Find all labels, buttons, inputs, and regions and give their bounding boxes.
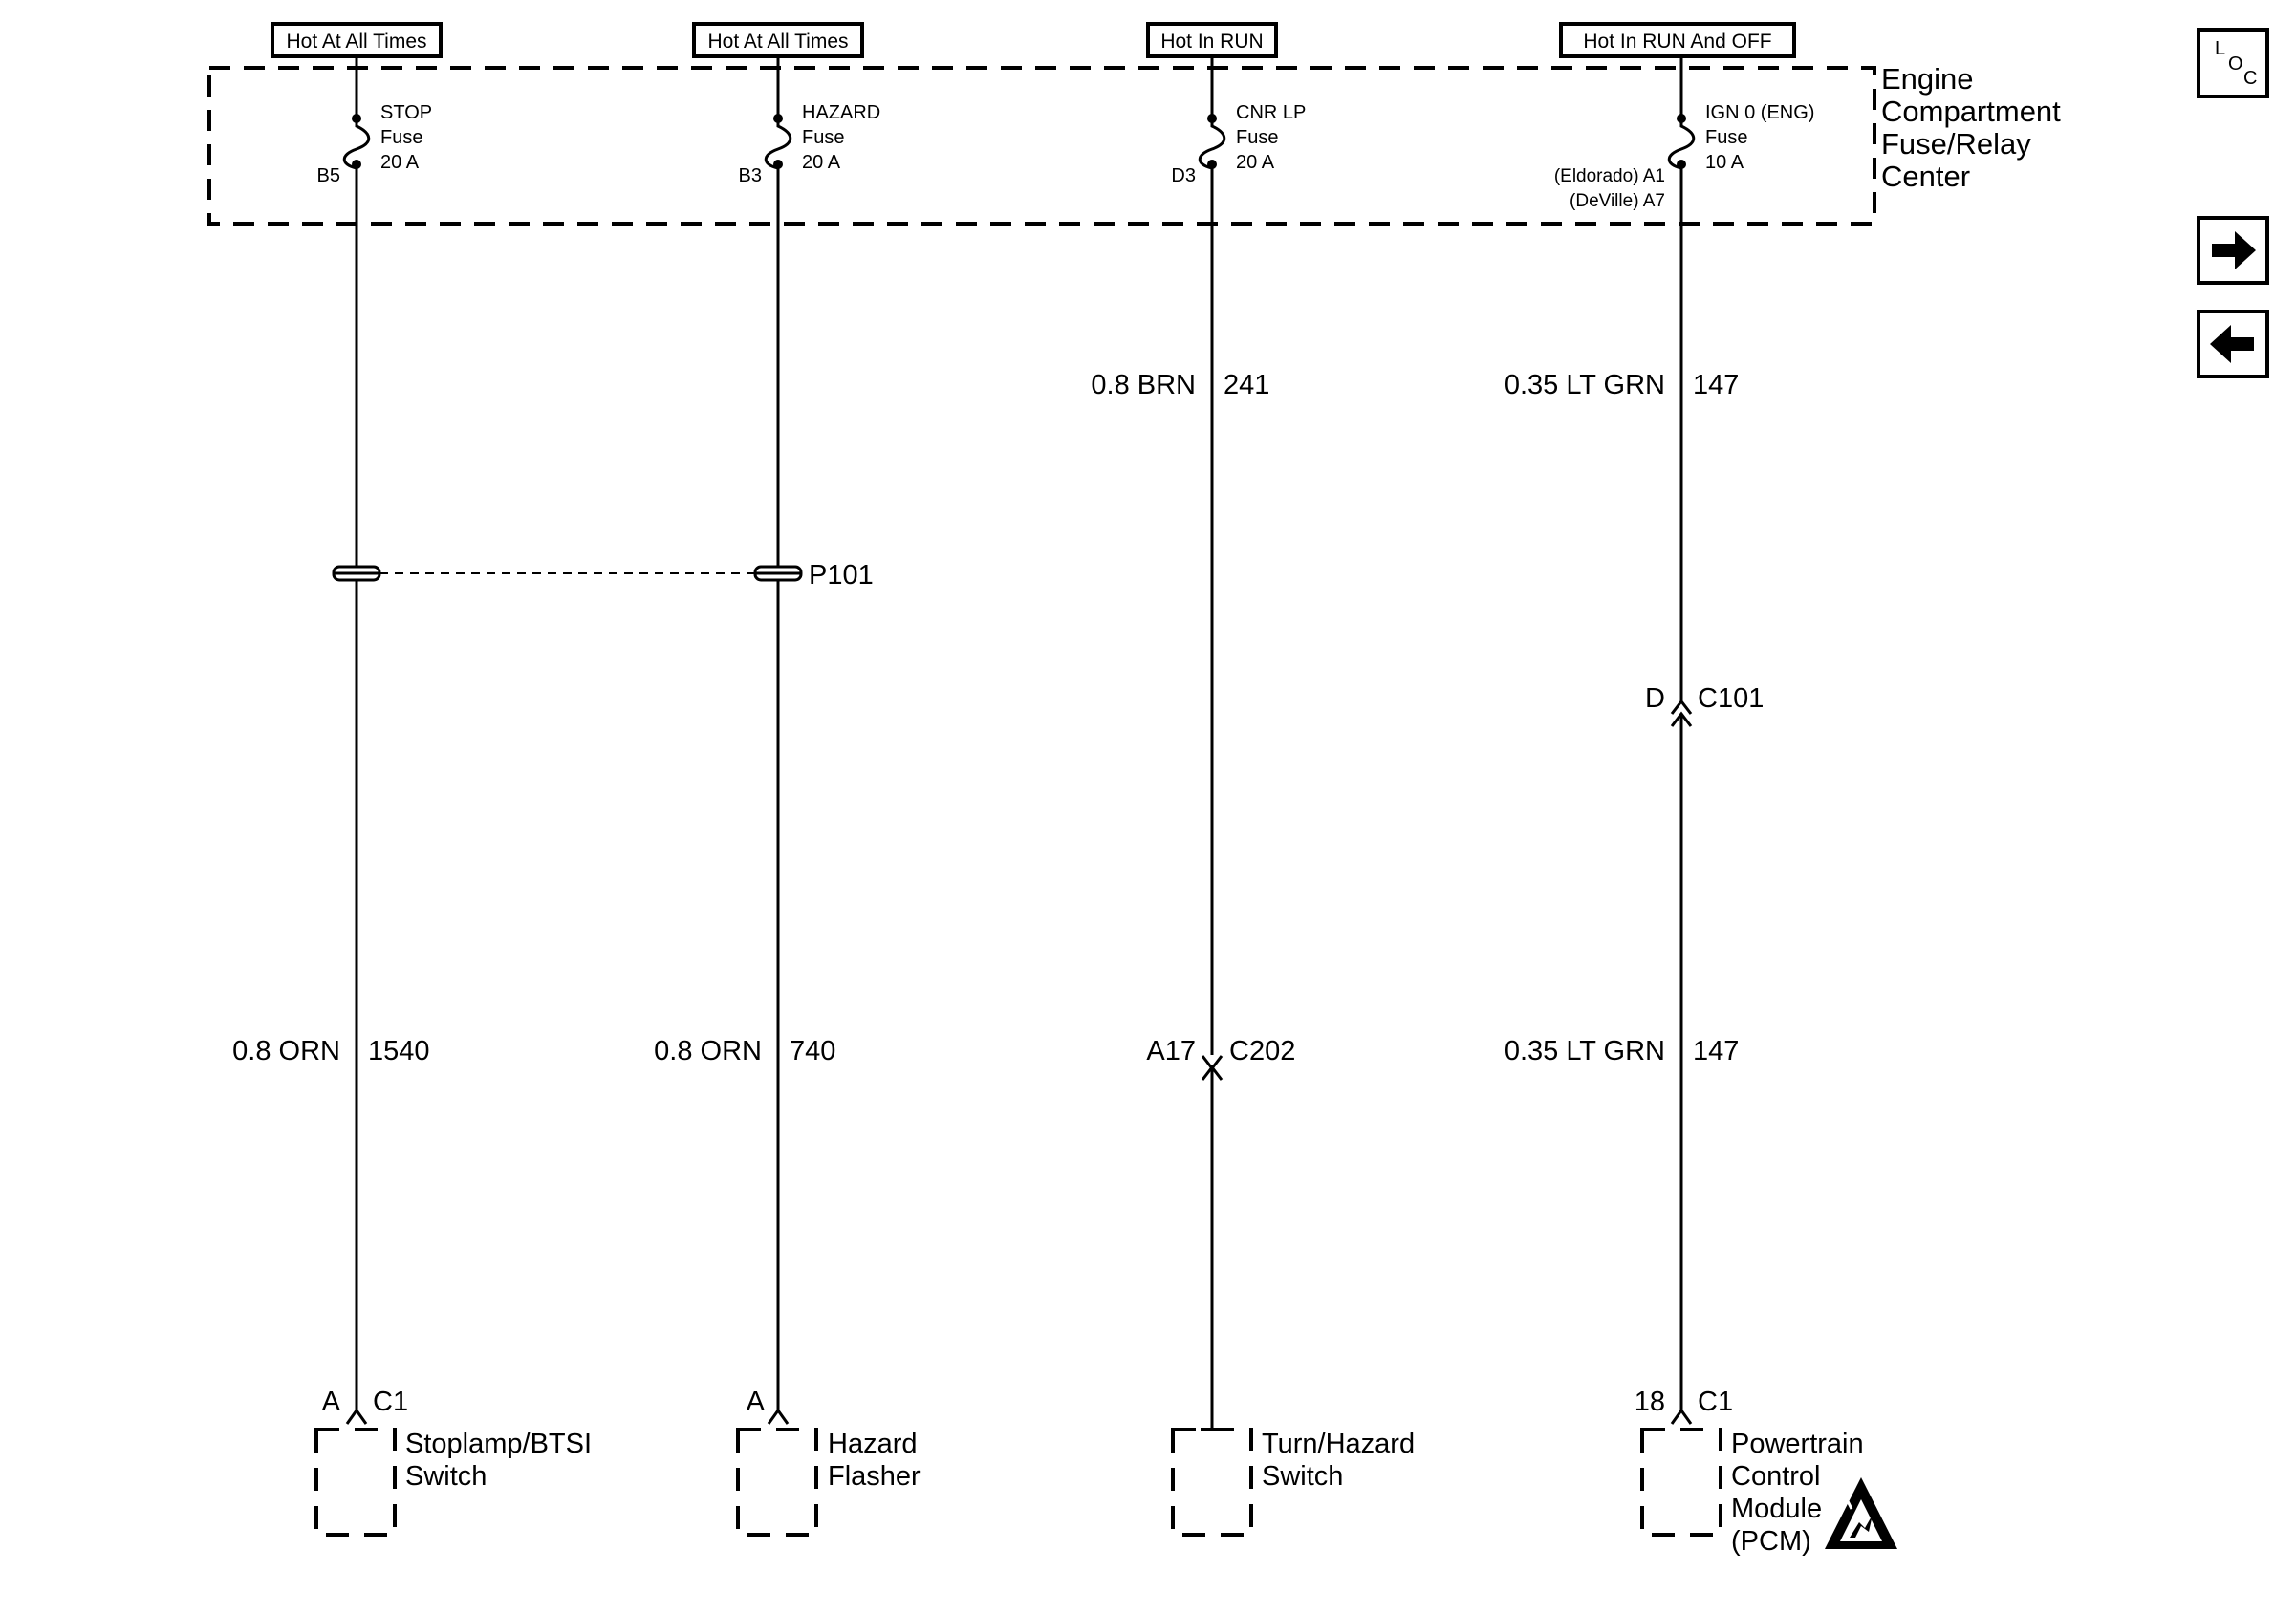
component-name: Stoplamp/BTSI	[405, 1429, 592, 1459]
splice-symbol	[332, 565, 381, 582]
hot-label-3: Hot In RUN	[1146, 22, 1278, 58]
svg-text:Hot In RUN: Hot In RUN	[1160, 31, 1263, 53]
fuse-symbol	[764, 118, 792, 170]
previous-page-button[interactable]	[2197, 310, 2269, 378]
wire-circuit: 147	[1693, 1036, 1739, 1066]
component-name: Switch	[1262, 1461, 1343, 1492]
fuse-terminal: D3	[1171, 165, 1196, 186]
svg-text:Hot At All Times: Hot At All Times	[286, 31, 426, 53]
fuse-name: IGN 0 (ENG)	[1705, 102, 1814, 123]
svg-text:Compartment: Compartment	[1881, 95, 2061, 128]
splice-label: P101	[809, 560, 874, 591]
wire-size-color: 0.8 BRN	[1091, 370, 1196, 400]
fuse-rating: 20 A	[380, 152, 420, 173]
component-name: Module	[1731, 1494, 1822, 1524]
fuse-rating: 20 A	[1236, 152, 1275, 173]
connector-pin: D	[1645, 683, 1665, 714]
fuse-name: STOP	[380, 102, 432, 123]
connector-id: C101	[1698, 683, 1764, 714]
wire-size-color: 0.35 LT GRN	[1505, 1036, 1665, 1066]
wire-size-color: 0.8 ORN	[232, 1036, 340, 1066]
connector-female-symbol	[1670, 1408, 1693, 1425]
fuse-terminal: B3	[739, 165, 762, 186]
svg-text:Hot In RUN And OFF: Hot In RUN And OFF	[1583, 31, 1771, 53]
hot-label-2: Hot At All Times	[692, 22, 864, 58]
circuit-column-hazard: HAZARD Fuse 20 A B3 P101 0.8 ORN 740 A H…	[654, 56, 921, 1537]
fuse-symbol	[1198, 118, 1226, 170]
circuit-column-cnr-lp: CNR LP Fuse 20 A D3 0.8 BRN 241 A17 C202…	[1091, 56, 1415, 1537]
fuse-name: CNR LP	[1236, 102, 1306, 123]
wire-size-color: 0.35 LT GRN	[1505, 370, 1665, 400]
fuse-type: Fuse	[1705, 127, 1747, 148]
svg-text:C: C	[2243, 68, 2257, 89]
fuse-rating: 20 A	[802, 152, 841, 173]
component-box	[314, 1428, 397, 1537]
component-name: Control	[1731, 1461, 1821, 1492]
connector-female-symbol	[767, 1408, 790, 1425]
arrow-left-icon	[2210, 325, 2254, 363]
splice-symbol	[753, 565, 803, 582]
fuse-terminal: (Eldorado) A1	[1554, 166, 1665, 186]
fuse-name: HAZARD	[802, 102, 880, 123]
svg-text:O: O	[2228, 54, 2243, 75]
connector-pin: A17	[1146, 1036, 1196, 1066]
circuit-column-ign0: IGN 0 (ENG) Fuse 10 A (Eldorado) A1 (DeV…	[1505, 56, 1897, 1557]
component-name: Hazard	[828, 1429, 918, 1459]
circuit-column-stop: STOP Fuse 20 A B5 0.8 ORN 1540 A C1 Stop…	[232, 56, 592, 1537]
component-pin: A	[747, 1387, 766, 1417]
fuse-rating: 10 A	[1705, 152, 1744, 173]
next-page-button[interactable]	[2197, 216, 2269, 285]
fuse-type: Fuse	[380, 127, 422, 148]
svg-text:L: L	[2215, 38, 2225, 59]
fuse-symbol	[342, 118, 371, 170]
svg-text:Engine: Engine	[1881, 62, 1974, 96]
component-connector: C1	[1698, 1387, 1733, 1417]
hot-label-4: Hot In RUN And OFF	[1559, 22, 1796, 58]
component-box	[736, 1428, 818, 1537]
component-name: Powertrain	[1731, 1429, 1864, 1459]
loc-button[interactable]: L O C	[2197, 28, 2269, 98]
connector-female-symbol	[345, 1408, 368, 1425]
arrow-right-icon	[2212, 231, 2256, 269]
component-connector: C1	[373, 1387, 408, 1417]
fuse-type: Fuse	[1236, 127, 1278, 148]
component-pin: 18	[1635, 1387, 1665, 1417]
svg-text:Hot At All Times: Hot At All Times	[707, 31, 848, 53]
component-name: Flasher	[828, 1461, 921, 1492]
wire-size-color: 0.8 ORN	[654, 1036, 762, 1066]
svg-text:Center: Center	[1881, 160, 1970, 193]
component-name: (PCM)	[1731, 1526, 1811, 1557]
fuse-center-box	[207, 66, 1876, 226]
component-name: Turn/Hazard	[1262, 1429, 1415, 1459]
connector-male-symbol	[1670, 711, 1693, 727]
hot-label-1: Hot At All Times	[271, 22, 443, 58]
connector-female-symbol	[1670, 699, 1693, 715]
svg-text:Fuse/Relay: Fuse/Relay	[1881, 127, 2031, 161]
wire-circuit: 1540	[368, 1036, 430, 1066]
connector-id: C202	[1229, 1036, 1295, 1066]
component-pin: A	[322, 1387, 341, 1417]
fuse-center-label: Engine Compartment Fuse/Relay Center	[1881, 62, 2061, 193]
component-name: Switch	[405, 1461, 487, 1492]
component-box	[1171, 1428, 1253, 1537]
fuse-terminal: (DeVille) A7	[1570, 191, 1665, 211]
esd-warning-icon	[1825, 1477, 1897, 1549]
wire-circuit: 147	[1693, 370, 1739, 400]
wire-circuit: 740	[790, 1036, 835, 1066]
fuse-type: Fuse	[802, 127, 844, 148]
fuse-terminal: B5	[317, 165, 340, 186]
component-box	[1640, 1428, 1722, 1537]
fuse-symbol	[1667, 118, 1696, 170]
wire-circuit: 241	[1224, 370, 1269, 400]
connector-female-symbol	[1201, 1065, 1224, 1081]
